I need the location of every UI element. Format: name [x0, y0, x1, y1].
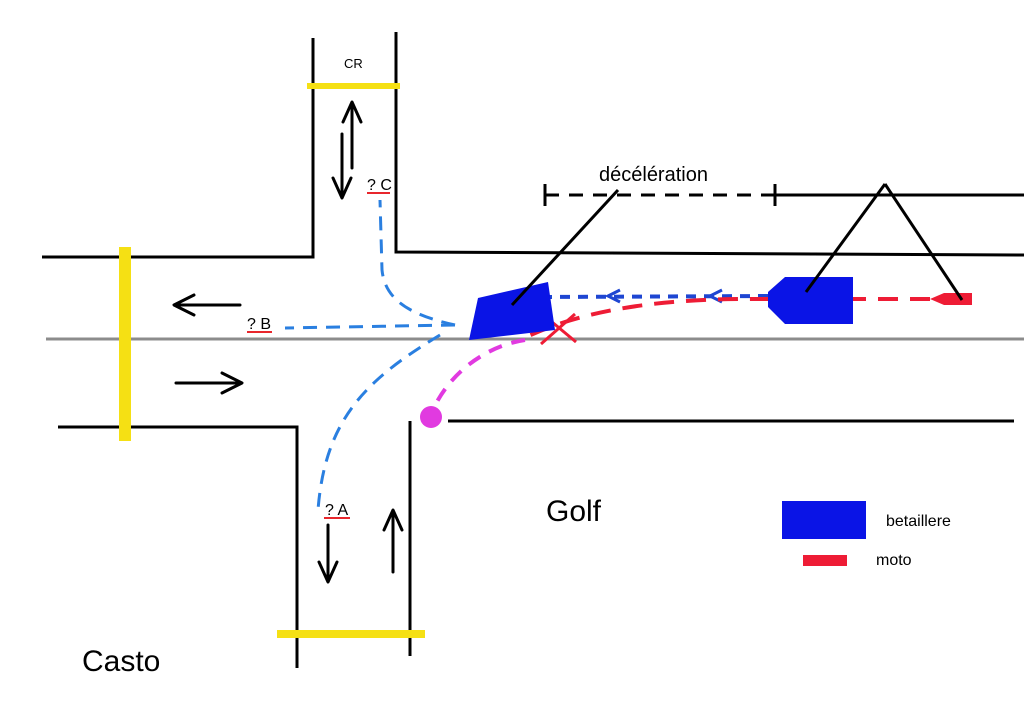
deceleration-label: décélération: [599, 164, 708, 186]
stop-lines: [119, 83, 425, 638]
road-edge-bottom-left: [58, 425, 299, 668]
path-to-c: [378, 199, 456, 327]
question-c-label: ? C: [367, 177, 392, 194]
legend: betaillere moto: [782, 501, 951, 569]
truck-at-intersection: [469, 282, 555, 340]
road-edge-top-left: [42, 38, 315, 259]
pointer-to-truck-right: [804, 183, 887, 293]
legend-moto-label: moto: [876, 552, 912, 569]
deceleration-zone: [543, 184, 777, 206]
casto-label: Casto: [82, 645, 160, 678]
impact-point: [420, 406, 442, 428]
question-b-label: ? B: [247, 316, 271, 333]
road-edges: [42, 32, 1024, 668]
deceleration-pointers: [510, 183, 964, 307]
arrow-east-icon: [174, 371, 244, 395]
path-to-b: [284, 323, 456, 330]
moto: [930, 293, 972, 305]
pointer-to-moto: [883, 183, 964, 301]
legend-moto-swatch: [803, 555, 847, 566]
road-edge-top-right: [394, 32, 1024, 257]
golf-label: Golf: [546, 495, 602, 528]
legend-truck-swatch: [782, 501, 866, 539]
arrow-north-down-icon: [331, 132, 353, 200]
arrow-south-up-icon: [382, 508, 404, 574]
cr-label: CR: [344, 56, 363, 71]
question-a-label: ? A: [325, 502, 348, 519]
legend-truck-label: betaillere: [886, 513, 951, 530]
arrow-north-up-icon: [341, 100, 363, 170]
path-to-a: [316, 333, 441, 511]
arrow-south-down-icon: [317, 523, 339, 584]
truck-path: [544, 294, 769, 299]
moto-path: [519, 296, 930, 342]
pointer-to-truck-left: [510, 188, 620, 307]
truck-path-arrow-icon: [604, 288, 621, 304]
arrow-west-icon: [172, 293, 242, 317]
impact-path: [430, 338, 526, 413]
truck-approaching: [768, 277, 853, 324]
